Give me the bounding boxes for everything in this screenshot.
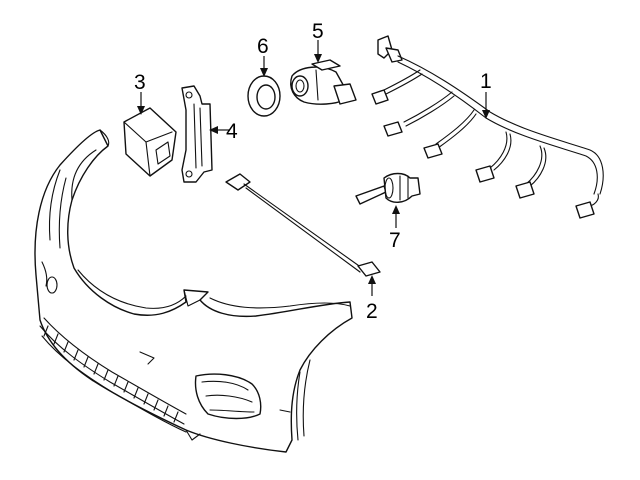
cable-strip-part-2	[225, 173, 381, 277]
callout-2: 2	[366, 300, 378, 323]
callout-7: 7	[389, 229, 401, 252]
control-module-part-3	[123, 107, 177, 177]
park-sensor-part-5	[290, 59, 357, 105]
bracket-part-4	[181, 85, 213, 183]
grommet-ring-part-6	[247, 75, 281, 117]
leader-lines	[137, 40, 490, 296]
bumper-cover	[34, 129, 353, 453]
callout-3: 3	[134, 71, 146, 94]
callout-5: 5	[312, 20, 324, 43]
callout-6: 6	[257, 35, 269, 58]
callout-4: 4	[226, 120, 238, 143]
sensor-part-7	[355, 172, 421, 205]
wiring-harness-part-1	[371, 35, 604, 219]
callout-1: 1	[480, 70, 492, 93]
